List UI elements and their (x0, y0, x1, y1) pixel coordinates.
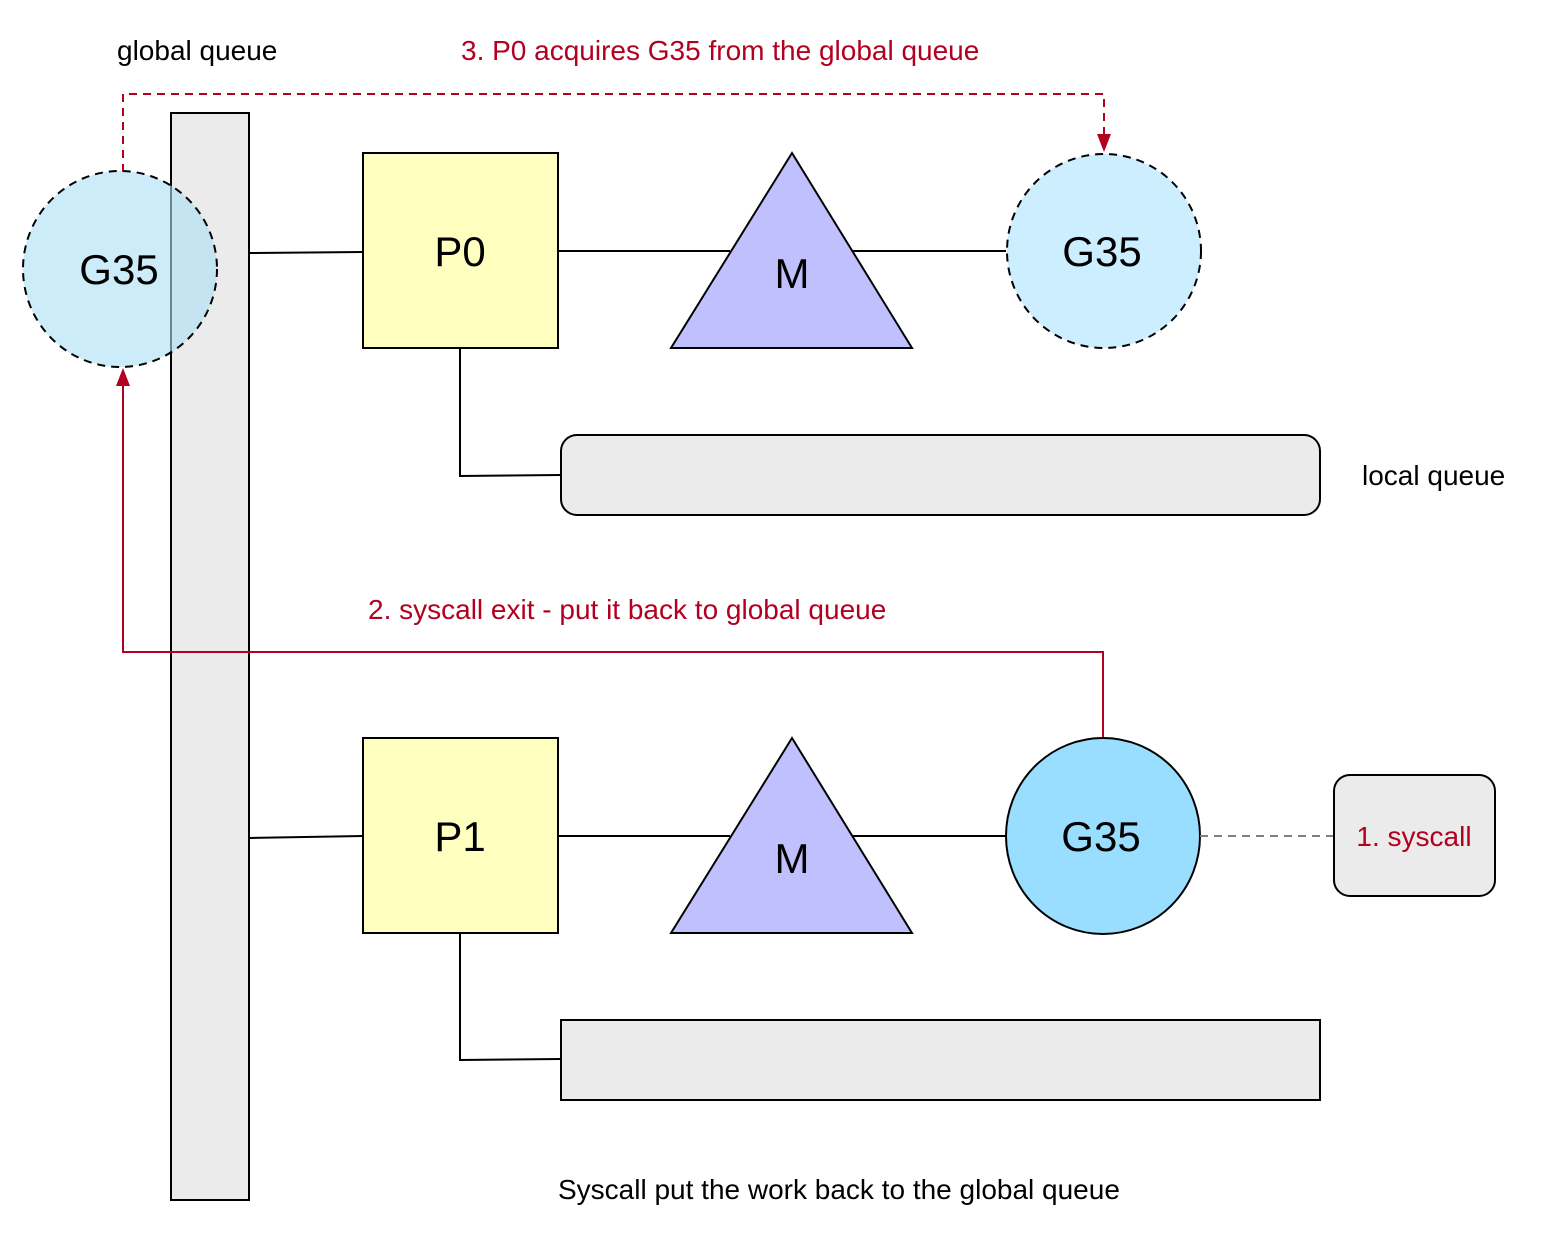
step3-label: 3. P0 acquires G35 from the global queue (461, 35, 979, 66)
goroutine-p0 (1006, 153, 1202, 349)
processor-p1 (362, 737, 559, 934)
connector-p0-local-queue (459, 349, 562, 478)
step2-label: 2. syscall exit - put it back to global … (368, 594, 886, 625)
machine-m1 (669, 736, 914, 934)
processor-p0-label: P0 (434, 228, 485, 275)
machine-m0-label: M (775, 250, 810, 297)
syscall-box (1333, 774, 1496, 897)
local-queue-p1 (560, 1019, 1321, 1101)
step1-label: 1. syscall (1356, 821, 1471, 852)
machine-m0 (669, 151, 914, 349)
global-queue-label: global queue (117, 35, 277, 66)
processor-p0 (362, 152, 559, 349)
local-queue-p0 (560, 434, 1321, 516)
connector-gq-p1 (249, 835, 364, 839)
goroutine-p1-label: G35 (1061, 813, 1140, 860)
connector-gq-p0 (249, 251, 364, 254)
machine-m1-label: M (775, 835, 810, 882)
diagram-caption: Syscall put the work back to the global … (558, 1174, 1120, 1205)
connector-p1-local-queue (459, 934, 562, 1062)
step3-arrow (122, 93, 1105, 172)
goroutine-global-label: G35 (79, 246, 158, 293)
goroutine-global-queue (22, 170, 218, 368)
local-queue-label: local queue (1362, 460, 1505, 491)
step2-arrowhead (116, 368, 130, 386)
step3-arrowhead (1097, 134, 1111, 152)
step2-arrow (122, 382, 1104, 738)
goroutine-p0-label: G35 (1062, 228, 1141, 275)
processor-p1-label: P1 (434, 813, 485, 860)
